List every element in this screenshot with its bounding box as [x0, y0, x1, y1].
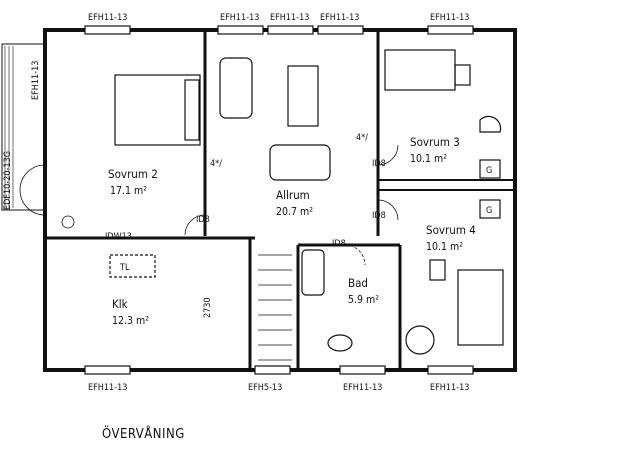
room-name-sovrum2: Sovrum 2 [108, 167, 158, 181]
room-area-bad: 5.9 m² [348, 294, 379, 306]
table [287, 65, 319, 127]
room-area-sovrum4: 10.1 m² [426, 241, 463, 253]
room-name-bad: Bad [348, 276, 368, 290]
door-label-1: ID8 [196, 215, 210, 225]
window-label-top-5: EFH11-13 [430, 13, 469, 23]
window-label-left: EFH11-13 [31, 61, 41, 100]
window-label-top-3: EFH11-13 [270, 13, 309, 23]
window-label-bottom-4: EFH11-13 [430, 383, 469, 393]
tl-label: TL [119, 263, 130, 273]
plan-title: ÖVERVÅNING [102, 425, 185, 442]
dimension-label: 2730 [203, 297, 213, 318]
door-label-2: ID8 [372, 159, 386, 169]
bed-sovrum4 [457, 269, 504, 346]
room-area-allrum: 20.7 m² [276, 206, 313, 218]
armchair [269, 144, 331, 181]
door-label-4: ID8 [332, 239, 346, 249]
g-label-1: G [486, 166, 492, 176]
window-label-inner: IDW13 [105, 232, 132, 242]
room-name-klk: Klk [112, 297, 128, 311]
door-label-left: EDF10-20-13G [3, 151, 13, 210]
window-label-top-4: EFH11-13 [320, 13, 359, 23]
room-area-klk: 12.3 m² [112, 315, 149, 327]
window-label-bottom-3: EFH11-13 [343, 383, 382, 393]
note-1: 4*/ [210, 159, 222, 169]
room-name-sovrum3: Sovrum 3 [410, 135, 460, 149]
window-label-bottom-2: EFH5-13 [248, 383, 282, 393]
window-label-bottom-1: EFH11-13 [88, 383, 127, 393]
bathtub [301, 249, 325, 296]
room-area-sovrum3: 10.1 m² [410, 153, 447, 165]
stairs [258, 254, 292, 361]
room-name-allrum: Allrum [276, 188, 310, 202]
bed-sovrum2 [114, 74, 201, 146]
bed-sovrum3 [384, 49, 456, 91]
sofa [219, 57, 253, 119]
note-2: 4*/ [356, 133, 368, 143]
room-name-sovrum4: Sovrum 4 [426, 223, 476, 237]
g-label-2: G [486, 206, 492, 216]
door-label-3: ID8 [372, 211, 386, 221]
window-label-top-1: EFH11-13 [88, 13, 127, 23]
room-area-sovrum2: 17.1 m² [110, 185, 147, 197]
balcony [1, 43, 46, 211]
window-label-top-2: EFH11-13 [220, 13, 259, 23]
